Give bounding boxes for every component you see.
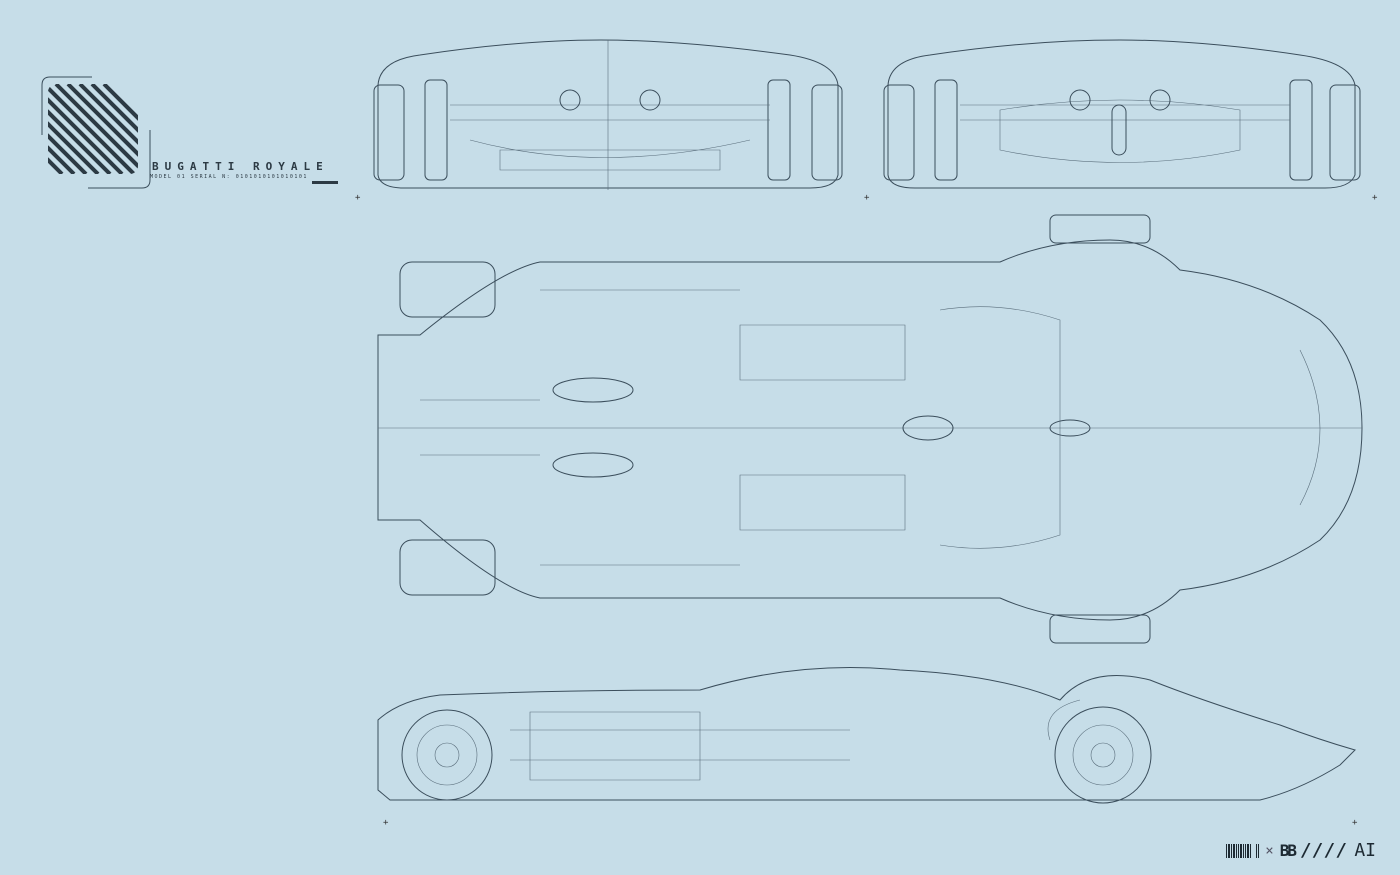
footer-mark: × BB //// AI: [1226, 840, 1376, 861]
registration-marks: + + + + +: [355, 193, 1378, 828]
svg-text:+: +: [355, 193, 361, 203]
slashes-mark: ////: [1300, 840, 1349, 861]
logo-serial: MODEL 01 SERIAL N: 0101010101010101: [150, 174, 308, 180]
front-view-drawing: [883, 39, 1361, 189]
brand-mark: BB: [1279, 841, 1297, 860]
svg-text:+: +: [383, 818, 389, 828]
logo-title: BUGATTI ROYALE: [152, 160, 329, 173]
svg-text:+: +: [1372, 193, 1378, 203]
rear-view-drawing: [373, 39, 843, 190]
top-view-drawing: [377, 214, 1363, 644]
ai-mark: AI: [1354, 840, 1376, 861]
svg-text:+: +: [864, 193, 870, 203]
barcode-icon: [1226, 843, 1260, 858]
logo-emblem: [41, 76, 151, 189]
svg-text:+: +: [1352, 818, 1358, 828]
cross-symbol: ×: [1265, 842, 1274, 859]
side-view-drawing: [377, 667, 1356, 804]
logo-underline: [312, 181, 338, 184]
